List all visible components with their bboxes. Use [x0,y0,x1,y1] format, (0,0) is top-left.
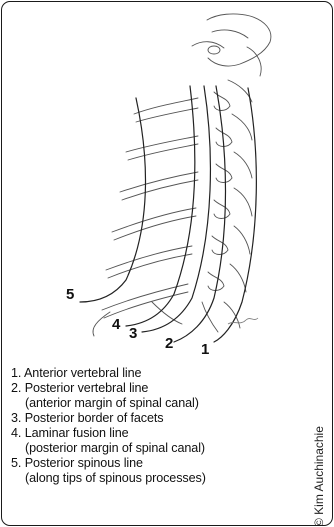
legend-item-5-detail: (along tips of spinous processes) [11,471,311,486]
line-number-2: 2 [165,335,173,352]
legend-item-2: 2. Posterior vertebral line [11,381,311,396]
legend-item-1: 1. Anterior vertebral line [11,366,311,381]
legend-item-3: 3. Posterior border of facets [11,411,311,426]
legend: 1. Anterior vertebral line 2. Posterior … [11,366,311,486]
line-number-5: 5 [66,286,74,303]
legend-item-2-detail: (anterior margin of spinal canal) [11,396,311,411]
legend-item-4-detail: (posterior margin of spinal canal) [11,441,311,456]
posterior-spinous-line [80,98,145,302]
legend-item-4: 4. Laminar fusion line [11,426,311,441]
cervical-spine-illustration [2,2,333,364]
copyright-credit: © Kim Auchinachie [312,426,326,526]
legend-item-5: 5. Posterior spinous line [11,456,311,471]
anterior-vertebral-line [214,88,256,342]
line-number-4: 4 [112,316,120,333]
posterior-vertebral-line [174,86,226,342]
line-number-1: 1 [201,341,209,358]
line-number-3: 3 [129,325,137,342]
